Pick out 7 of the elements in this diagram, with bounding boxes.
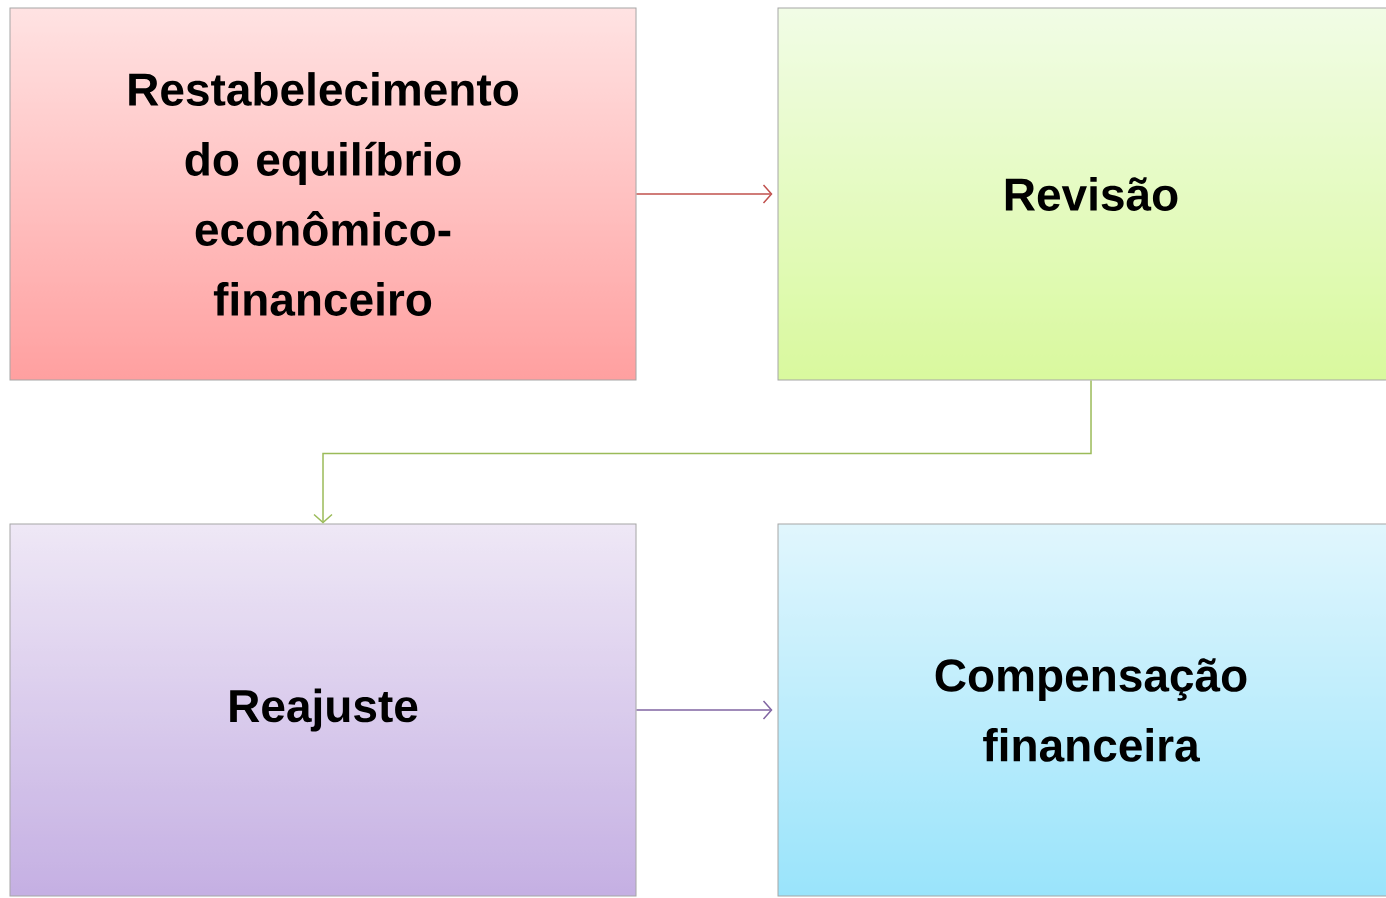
process-box: Revisão (777, 7, 1386, 381)
process-box: Restabelecimento do equilíbrio econômico-financeiro (9, 7, 637, 381)
process-box: Reajuste (9, 523, 637, 897)
arrow (635, 700, 773, 720)
arrow (635, 184, 773, 204)
arrow (313, 379, 1092, 524)
process-box: Compensação financeira (777, 523, 1386, 897)
